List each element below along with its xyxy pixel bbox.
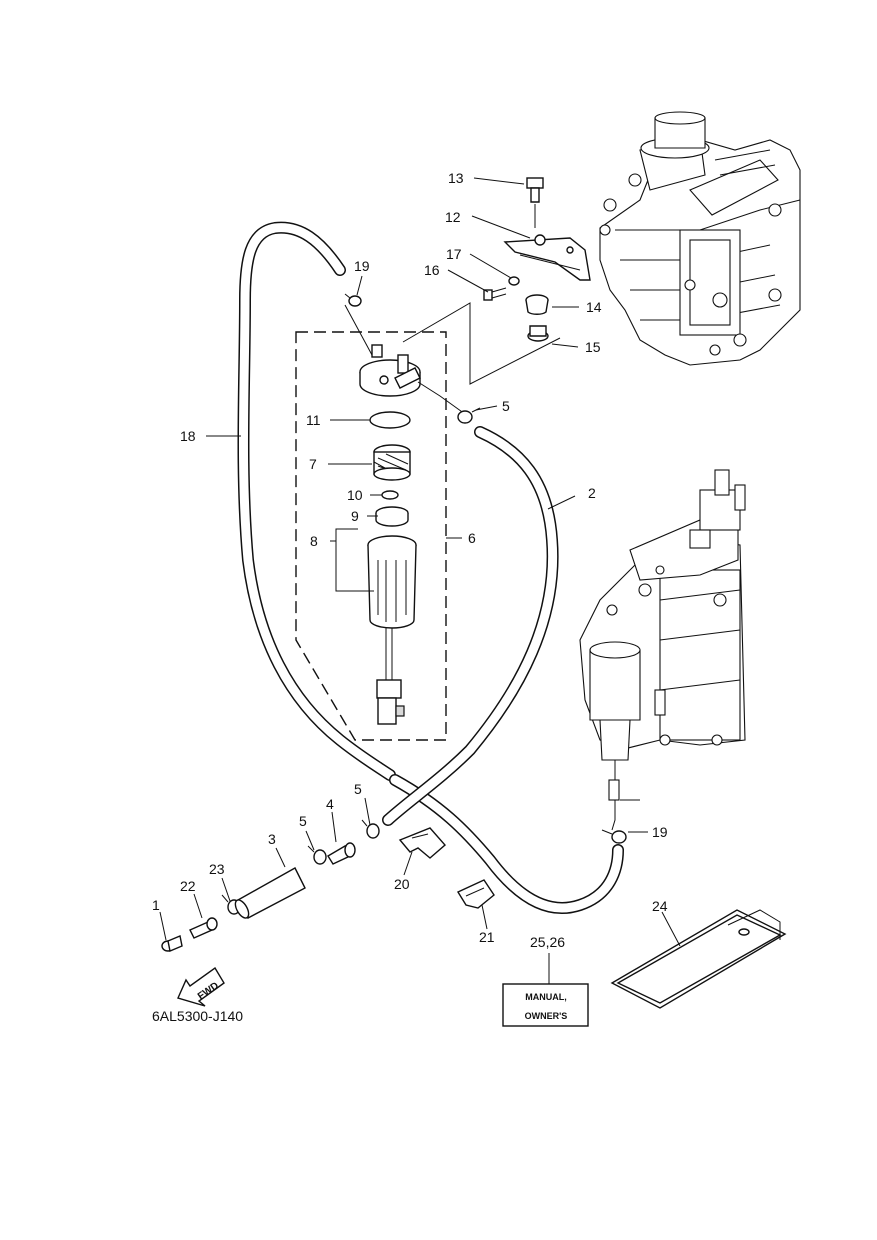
filter-element <box>373 444 411 481</box>
clip-19-bottom <box>601 829 627 844</box>
owners-manual-box: MANUAL, OWNER'S <box>502 983 589 1027</box>
callout-10: 10 <box>347 487 363 503</box>
plug-1 <box>161 935 183 952</box>
forward-arrow: FWD <box>177 966 225 1007</box>
callout-6: 6 <box>468 530 476 546</box>
callout-23: 23 <box>209 861 225 877</box>
hose-3 <box>234 867 306 919</box>
callout-5-right: 5 <box>354 781 362 797</box>
callout-20: 20 <box>394 876 410 892</box>
float <box>375 506 409 527</box>
callout-12: 12 <box>445 209 461 225</box>
callout-9: 9 <box>351 508 359 524</box>
screw-16 <box>483 287 507 301</box>
callout-5-left: 5 <box>299 813 307 829</box>
callout-7: 7 <box>309 456 317 472</box>
callout-19-top: 19 <box>354 258 370 274</box>
joint-22 <box>189 917 218 939</box>
callout-21: 21 <box>479 929 495 945</box>
callout-17: 17 <box>446 246 462 262</box>
callout-1: 1 <box>152 897 160 913</box>
vapor-separator-illustration <box>579 469 746 831</box>
filter-cup <box>367 535 417 725</box>
leader-lines <box>159 177 681 984</box>
grommet-14 <box>525 294 549 315</box>
clip-5-upper <box>457 407 481 424</box>
holder-21 <box>456 879 495 909</box>
manual-line2: OWNER'S <box>525 1011 568 1021</box>
collar-15 <box>527 325 549 342</box>
callout-16: 16 <box>424 262 440 278</box>
washer-17 <box>508 276 520 286</box>
callout-18: 18 <box>180 428 196 444</box>
hose-2 <box>382 426 559 826</box>
manual-line1: MANUAL, <box>525 992 567 1002</box>
callout-11: 11 <box>306 412 321 428</box>
clip <box>381 490 399 500</box>
fuel-filter-head <box>344 304 466 415</box>
callout-24: 24 <box>652 898 668 914</box>
callout-5-upper: 5 <box>502 398 510 414</box>
callout-4: 4 <box>326 796 334 812</box>
bolt-13 <box>526 177 544 228</box>
clip-5-right <box>361 819 380 839</box>
callout-19-bottom: 19 <box>652 824 668 840</box>
o-ring <box>369 411 411 429</box>
bracket-12 <box>503 234 591 281</box>
callout-13: 13 <box>448 170 464 186</box>
callout-22: 22 <box>180 878 196 894</box>
diagram-code: 6AL5300-J140 <box>152 1008 243 1024</box>
callout-3: 3 <box>268 831 276 847</box>
engine-intake-illustration <box>599 111 801 366</box>
callout-labels: 13 12 17 16 14 15 19 5 11 7 10 9 8 6 18 … <box>152 170 668 950</box>
callout-2: 2 <box>588 485 596 501</box>
hose-18 <box>237 221 624 914</box>
clip-5-left <box>307 845 327 865</box>
tool-bag-24 <box>610 909 787 1009</box>
clip-19-top <box>344 293 362 307</box>
callout-15: 15 <box>585 339 601 355</box>
holder-20 <box>398 827 446 859</box>
joint-4 <box>327 842 356 865</box>
callout-25-26: 25,26 <box>530 934 565 950</box>
callout-14: 14 <box>586 299 602 315</box>
filter-assembly-outline <box>295 331 447 741</box>
callout-8: 8 <box>310 533 318 549</box>
